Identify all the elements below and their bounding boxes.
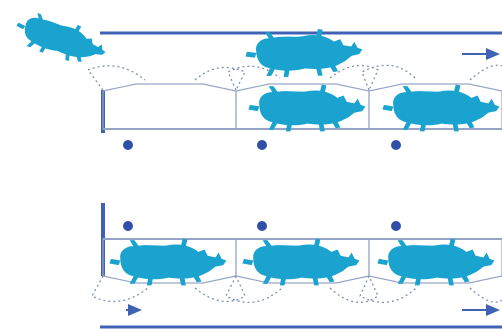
lower-swing-gate xyxy=(91,275,149,303)
upper-swing-gate xyxy=(361,64,416,91)
lower-swing-gate xyxy=(469,287,502,303)
cow-icon-lower-stall-3 xyxy=(377,238,495,286)
lower-swing-gate xyxy=(329,275,379,304)
upper-post-dot xyxy=(123,140,133,150)
lower-post-dot xyxy=(257,221,267,231)
cow-icon-lower-stall-2 xyxy=(242,238,360,286)
cow-icon-entering xyxy=(10,6,111,72)
cow-icon-lower-stall-1 xyxy=(109,238,227,286)
upper-swing-gate xyxy=(86,65,146,91)
lower-flow-arrow-right-head xyxy=(486,304,500,316)
lower-post-dot xyxy=(123,221,133,231)
upper-post-dot xyxy=(257,140,267,150)
cow-icon-alley-upper xyxy=(244,27,364,79)
lower-swing-gate xyxy=(359,275,417,303)
upper-swing-gate xyxy=(469,64,502,81)
cow-icon-upper-stall-2 xyxy=(248,84,366,132)
lower-swing-gate xyxy=(194,275,246,303)
upper-stall-1 xyxy=(102,83,237,130)
lower-flow-arrow-left-head xyxy=(128,304,142,316)
upper-swing-gate xyxy=(194,66,246,91)
upper-stall-3 xyxy=(368,83,502,130)
upper-post-dot xyxy=(391,140,401,150)
lower-swing-gate xyxy=(225,275,283,303)
lower-post-dot xyxy=(391,221,401,231)
upper-swing-gate xyxy=(329,64,379,91)
cow-icon-upper-stall-3 xyxy=(382,84,500,132)
upper-flow-arrow-head xyxy=(486,48,500,60)
